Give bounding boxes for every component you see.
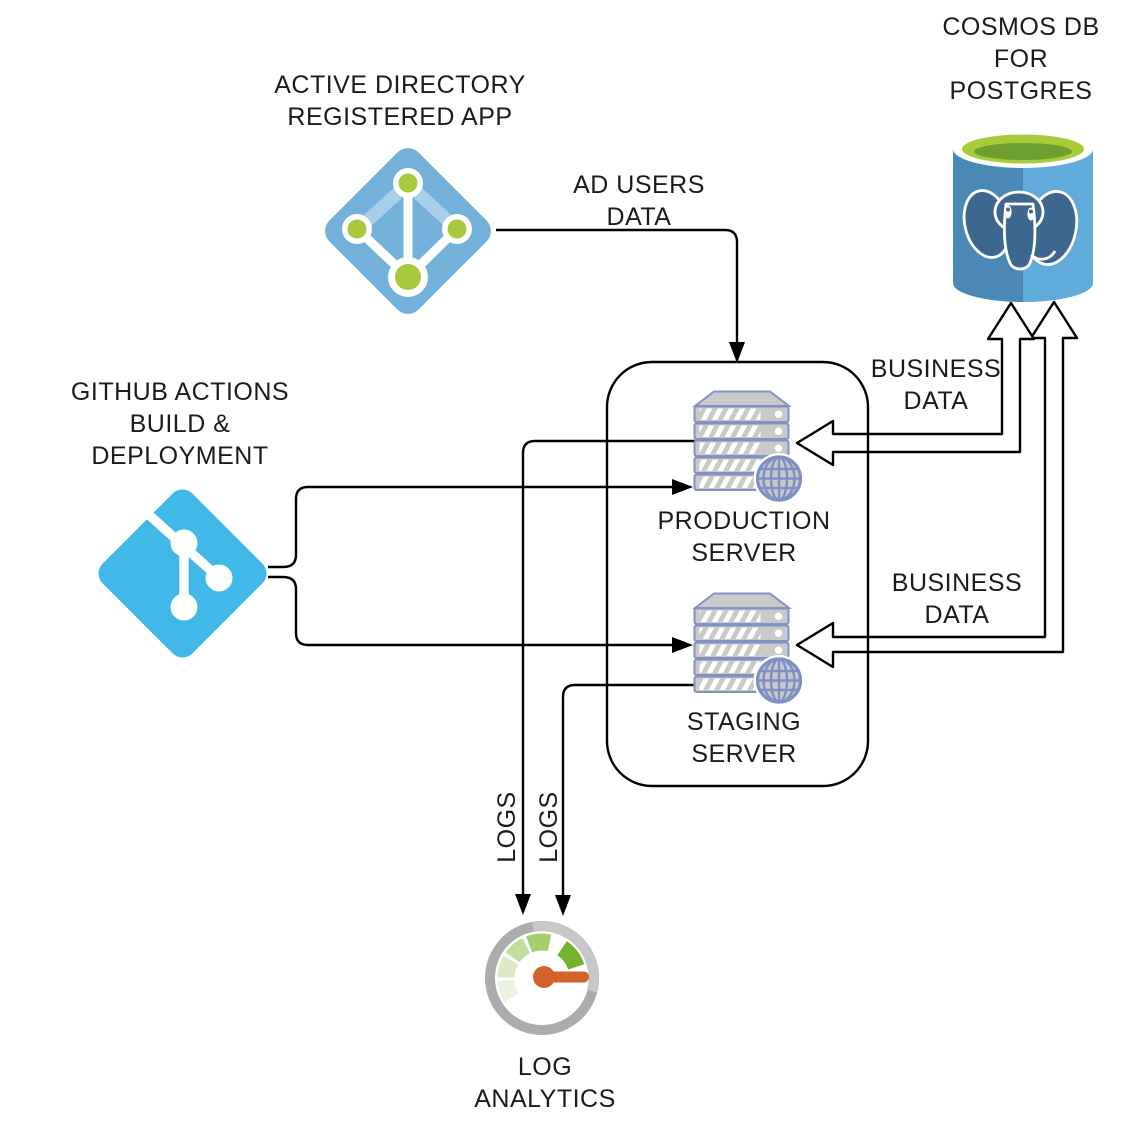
github-actions-label: GITHUB ACTIONS BUILD & DEPLOYMENT bbox=[70, 378, 290, 470]
business-data-label-production: BUSINESS DATA bbox=[870, 355, 1002, 415]
cosmos-db-label: COSMOS DB FOR POSTGRES bbox=[942, 13, 1100, 105]
log-analytics-label: LOG ANALYTICS bbox=[474, 1053, 616, 1113]
edge-deploy-staging bbox=[268, 575, 693, 653]
arrowhead bbox=[672, 637, 693, 653]
business-data-label-staging: BUSINESS DATA bbox=[891, 569, 1023, 629]
edge-logs-production bbox=[515, 439, 695, 915]
postgres-elephant-icon bbox=[962, 189, 1079, 271]
production-server-icon bbox=[692, 389, 807, 506]
arrowhead bbox=[515, 894, 531, 915]
edge-business-data-production bbox=[795, 301, 1036, 467]
arrowhead bbox=[672, 479, 693, 495]
production-server-label: PRODUCTION SERVER bbox=[657, 507, 831, 567]
postgres-database-cylinder-icon bbox=[953, 130, 1093, 302]
gauge-icon bbox=[485, 921, 599, 1035]
logs-label-staging: LOGS bbox=[535, 791, 563, 863]
edge-logs-staging bbox=[555, 683, 695, 916]
staging-server-label: STAGING SERVER bbox=[686, 708, 802, 768]
edge-ad-users-data bbox=[496, 228, 745, 363]
git-branch-icon bbox=[98, 489, 267, 658]
servers-group-box bbox=[605, 360, 870, 788]
gauge-needle bbox=[533, 966, 589, 988]
azure-ad-app-icon bbox=[325, 148, 491, 314]
active-directory-label: ACTIVE DIRECTORY REGISTERED APP bbox=[274, 71, 526, 131]
edge-business-data-staging bbox=[795, 300, 1079, 669]
staging-server-icon bbox=[692, 591, 807, 708]
edge-deploy-production bbox=[268, 479, 693, 569]
logs-label-production: LOGS bbox=[493, 791, 521, 863]
ad-users-data-label: AD USERS DATA bbox=[573, 171, 705, 231]
arrowhead bbox=[555, 895, 571, 916]
arrowhead bbox=[729, 342, 745, 363]
